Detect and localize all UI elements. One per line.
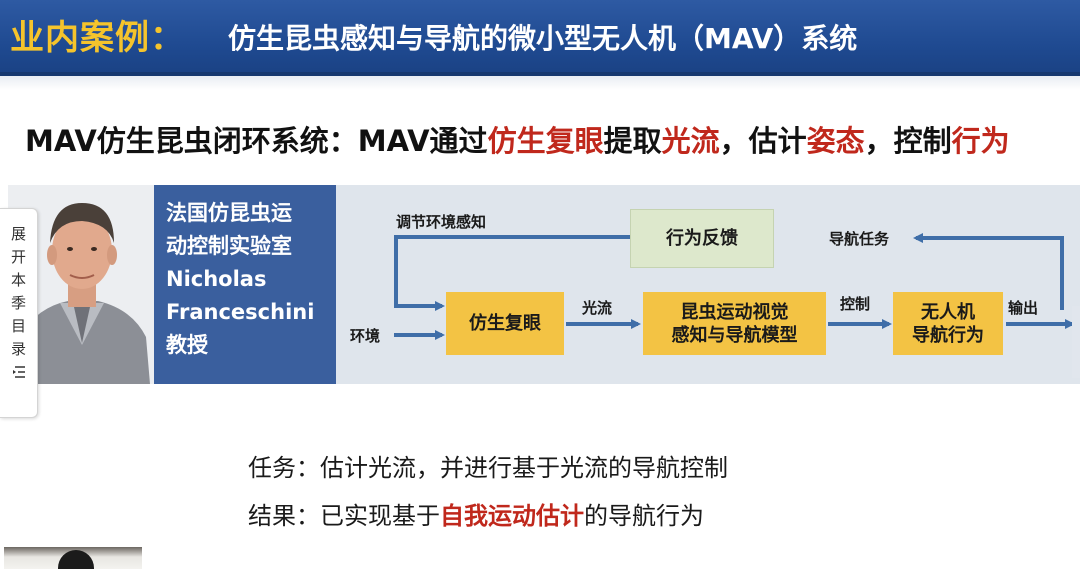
behavior-feedback-label: 行为反馈 [666, 228, 738, 249]
professor-title: 教授 [166, 333, 208, 357]
presenter-hair [58, 550, 94, 569]
navigation-task-label: 导航任务 [829, 230, 890, 248]
toc-tab-char-2: 开 [10, 248, 26, 266]
compound-eye-box: 仿生复眼 [446, 292, 564, 355]
toc-tab-char-4: 季 [10, 294, 26, 312]
header-shadow [0, 72, 1080, 76]
lab-name-line-1: 法国仿昆虫运 [166, 201, 292, 225]
toc-tab-char-5: 目 [10, 317, 26, 335]
navigation-model-label-1: 昆虫运动视觉 [680, 301, 789, 323]
result-statement: 结果：已实现基于自我运动估计的导航行为 [248, 496, 704, 531]
subtitle-text-4: ，控制 [864, 124, 952, 158]
table-of-contents-tab[interactable]: 展 开 本 季 目 录 [0, 208, 38, 418]
result-prefix: 结果：已实现基于 [248, 502, 440, 530]
toc-tab-char-3: 本 [10, 271, 26, 289]
uav-navigation-label-2: 导航行为 [912, 324, 984, 346]
result-suffix: 的导航行为 [584, 502, 704, 530]
environment-label: 环境 [350, 327, 381, 345]
subtitle-highlight-attitude: 姿态 [806, 124, 865, 158]
subtitle-text-1: MAV仿生昆虫闭环系统：MAV通过 [25, 124, 488, 158]
subtitle-text-3: ，估计 [719, 124, 807, 158]
subtitle-highlight-compound-eye: 仿生复眼 [487, 124, 604, 158]
diagram-arrows [394, 233, 1075, 340]
subtitle-text-2: 提取 [603, 124, 662, 158]
lab-name-line-2: 动控制实验室 [166, 234, 292, 258]
compound-eye-label: 仿生复眼 [469, 313, 541, 334]
right-edge-strip [1072, 306, 1080, 378]
lab-info-panel: 法国仿昆虫运 动控制实验室 Nicholas Franceschini 教授 [154, 185, 336, 384]
navigation-model-box: 昆虫运动视觉 感知与导航模型 [643, 292, 826, 355]
slide-header: 业内案例： 仿生昆虫感知与导航的微小型无人机（MAV）系统 [0, 0, 1080, 76]
header-title-lead: 业内案例： [10, 18, 185, 58]
uav-navigation-label-1: 无人机 [921, 301, 975, 323]
subtitle-highlight-behavior: 行为 [951, 124, 1010, 158]
adjust-perception-label: 调节环境感知 [396, 213, 487, 231]
header-divider [0, 76, 1080, 90]
navigation-model-label-2: 感知与导航模型 [671, 324, 798, 346]
task-statement: 任务：估计光流，并进行基于光流的导航控制 [248, 454, 728, 482]
header-title: 仿生昆虫感知与导航的微小型无人机（MAV）系统 [228, 22, 858, 55]
slide-subtitle: MAV仿生昆虫闭环系统：MAV通过仿生复眼提取光流，估计姿态，控制行为 [25, 118, 1075, 160]
professor-first-name: Nicholas [166, 267, 267, 291]
output-label: 输出 [1008, 299, 1039, 317]
result-highlight: 自我运动估计 [440, 502, 584, 530]
uav-navigation-box: 无人机 导航行为 [893, 292, 1003, 355]
control-label: 控制 [840, 295, 871, 313]
presenter-video-thumbnail[interactable] [4, 547, 142, 569]
toc-tab-char-1: 展 [10, 225, 26, 243]
professor-last-name: Franceschini [166, 300, 315, 324]
closed-loop-diagram: 行为反馈 仿生复眼 昆虫运动视觉 感知与导航模型 无人机 导航行为 调节环境感知… [336, 185, 1080, 384]
behavior-feedback-box: 行为反馈 [630, 209, 774, 268]
optical-flow-label: 光流 [582, 299, 613, 317]
subtitle-highlight-optical-flow: 光流 [661, 124, 720, 158]
toc-tab-char-6: 录 [10, 340, 26, 358]
list-icon [12, 363, 26, 378]
